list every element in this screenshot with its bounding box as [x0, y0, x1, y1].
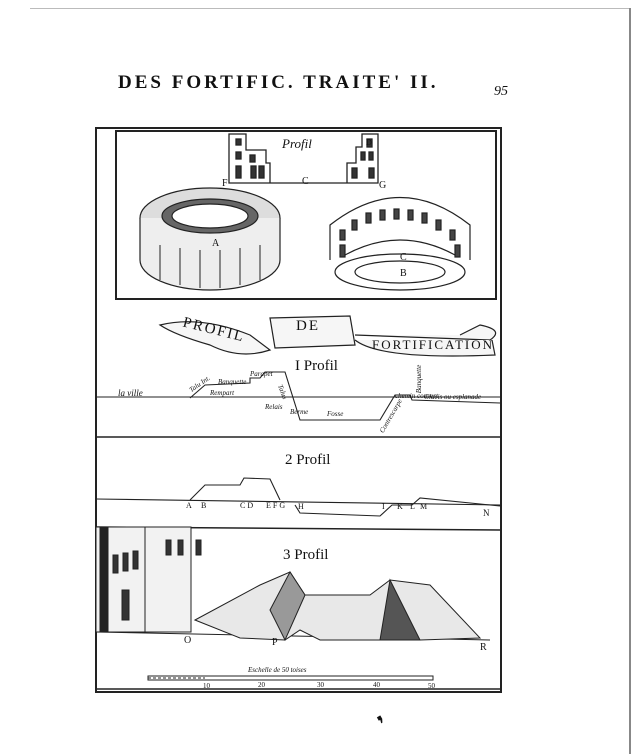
label-relais: Relais	[265, 403, 283, 411]
p2-letter-n: N	[483, 508, 490, 518]
page-top-edge	[30, 8, 630, 9]
label-la-ville: la ville	[118, 388, 143, 398]
letter-g: G	[379, 180, 387, 191]
letter-b: B	[400, 268, 407, 279]
p3-letter-o: O	[184, 635, 192, 646]
page-number: 95	[494, 84, 508, 99]
running-header: DES FORTIFIC. TRAITE' II.	[118, 72, 439, 93]
p2-letter-i: I	[382, 502, 385, 511]
scale-label: Eschelle de 50 toises	[248, 666, 307, 674]
scale-tick-30: 30	[317, 681, 324, 689]
title-banner-ribbon	[158, 315, 497, 357]
p2-letter-m: M	[420, 502, 428, 511]
p3-letter-p: P	[272, 637, 278, 648]
letter-a: A	[212, 238, 220, 249]
label-banquette: Banquette	[218, 378, 247, 386]
letter-f: F	[222, 178, 228, 189]
page-right-edge	[629, 8, 631, 754]
amphitheatre-profile-drawing	[228, 133, 379, 184]
label-chemin-couvert: chemin couvert	[395, 392, 438, 400]
banner-word-de: DE	[296, 318, 320, 334]
scale-tick-40: 40	[373, 681, 380, 689]
label-banquette-2: Banquette	[415, 364, 424, 394]
letter-d: D	[366, 138, 372, 147]
p2-letter-a: A	[186, 501, 192, 510]
label-fosse: Fosse	[327, 410, 344, 418]
label-parapet: Parapet	[250, 370, 273, 378]
top-profil-label: Profil	[282, 136, 312, 151]
p2-letters-efg: E F G	[266, 501, 286, 510]
scale-tick-50: 50	[428, 682, 435, 690]
p3-letter-r: R	[480, 642, 487, 653]
scale-tick-10: 10	[203, 682, 210, 690]
profile-1-title: I Profil	[295, 358, 338, 374]
banner-word-fortification: FORTIFICATION	[372, 337, 495, 352]
p2-letter-k: K	[397, 502, 403, 511]
label-berme: Berme	[290, 408, 309, 416]
profile-1-drawing	[96, 371, 501, 438]
p2-letters-cd: C D	[240, 501, 254, 510]
p2-letter-h: H	[298, 502, 304, 511]
profile-3-drawing	[95, 526, 491, 642]
p2-letter-b: B	[201, 501, 207, 510]
label-glacis: Glacis ou esplanade	[424, 393, 482, 401]
label-rempart: Rempart	[210, 389, 235, 397]
letter-c-cutaway: C	[400, 252, 407, 263]
amphitheatre-cutaway-drawing	[329, 197, 471, 291]
letter-c: C	[302, 176, 309, 187]
profile-3-title: 3 Profil	[283, 547, 329, 563]
scale-tick-20: 20	[258, 681, 265, 689]
amphitheatre-panel	[115, 130, 497, 300]
p2-letter-l: L	[410, 502, 415, 511]
amphitheatre-exterior-drawing	[139, 187, 281, 291]
profile-2-title: 2 Profil	[285, 452, 331, 468]
scale-bar	[96, 675, 501, 690]
